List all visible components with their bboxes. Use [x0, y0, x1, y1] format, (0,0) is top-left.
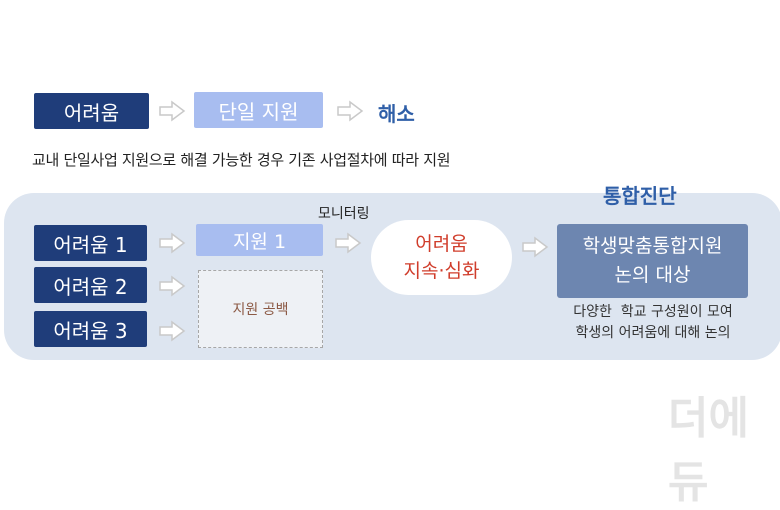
- discussion-note: 다양한 학교 구성원이 모여 학생의 어려움에 대해 논의: [548, 302, 758, 344]
- single-support-box: 단일 지원: [194, 92, 323, 128]
- arrow-right-icon: [159, 101, 185, 121]
- monitoring-label: 모니터링: [318, 206, 370, 222]
- difficulty-3-label: 어려움 3: [53, 318, 128, 343]
- difficulty-2-label: 어려움 2: [53, 274, 128, 299]
- difficulty-box: 어려움: [34, 93, 149, 129]
- support-gap-box: 지원 공백: [198, 270, 323, 348]
- worsening-bubble: 어려움 지속·심화: [371, 220, 512, 295]
- difficulty-1-label: 어려움 1: [53, 232, 128, 257]
- difficulty-label: 어려움: [63, 100, 120, 125]
- arrow-right-icon: [335, 233, 361, 253]
- single-support-label: 단일 지원: [218, 99, 299, 124]
- arrow-right-icon: [159, 233, 185, 253]
- support-1-label: 지원 1: [232, 230, 287, 253]
- arrow-right-icon: [159, 276, 185, 296]
- difficulty-1-box: 어려움 1: [34, 225, 147, 261]
- worsening-line-1: 어려움: [415, 232, 468, 255]
- arrow-right-icon: [337, 101, 363, 121]
- integrated-support-target-box: 학생맞춤통합지원 논의 대상: [557, 224, 748, 298]
- difficulty-3-box: 어려움 3: [34, 311, 147, 347]
- support-gap-label: 지원 공백: [232, 302, 289, 318]
- description-text: 교내 단일사업 지원으로 해결 가능한 경우 기존 사업절차에 따라 지원: [32, 151, 451, 169]
- target-line-2: 논의 대상: [614, 264, 691, 286]
- note-line-2: 학생의 어려움에 대해 논의: [575, 325, 731, 341]
- target-line-1: 학생맞춤통합지원: [582, 235, 723, 257]
- integrated-diagnosis-title: 통합진단: [603, 184, 677, 208]
- support-1-box: 지원 1: [196, 224, 323, 256]
- worsening-line-2: 지속·심화: [403, 259, 480, 282]
- arrow-right-icon: [522, 237, 548, 257]
- difficulty-2-box: 어려움 2: [34, 267, 147, 303]
- arrow-right-icon: [159, 321, 185, 341]
- watermark-logo: 더에듀: [668, 393, 749, 508]
- resolve-label: 해소: [378, 102, 415, 126]
- note-line-1: 다양한 학교 구성원이 모여: [573, 304, 733, 320]
